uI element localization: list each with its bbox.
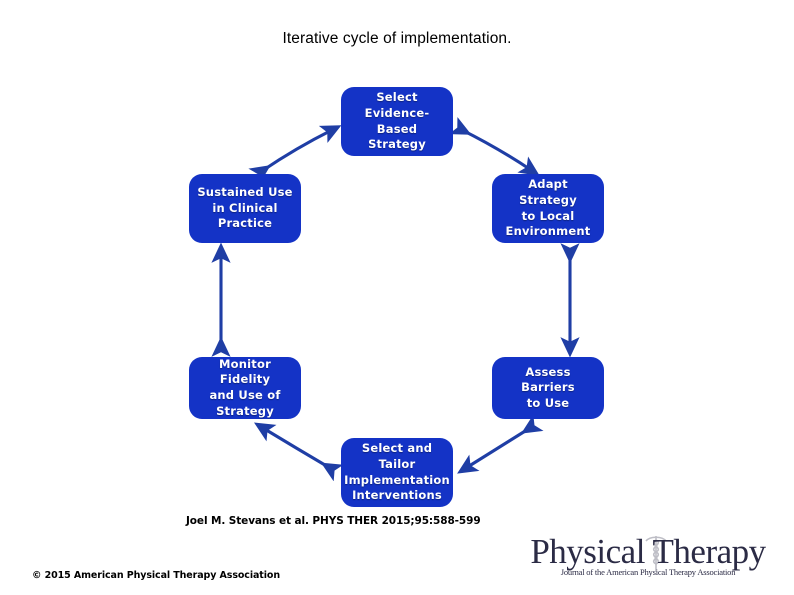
cycle-node-label: Select and Tailor Implementation Interve… (344, 441, 450, 503)
copyright-text: © 2015 American Physical Therapy Associa… (32, 570, 280, 581)
cycle-node-monitor-fidelity[interactable]: Monitor Fidelity and Use of Strategy (189, 357, 301, 419)
journal-logo: Physical Therapy Journal of the American… (512, 534, 784, 586)
cycle-node-adapt-strategy[interactable]: Adapt Strategy to Local Environment (492, 174, 604, 243)
connector-select-strategy-adapt-strategy (448, 116, 540, 176)
cycle-node-label: Monitor Fidelity and Use of Strategy (209, 356, 281, 418)
page-title: Iterative cycle of implementation. (282, 30, 512, 47)
journal-logo-tagline: Journal of the American Physical Therapy… (560, 567, 736, 577)
connector-sustained-use-select-strategy (248, 125, 342, 185)
cycle-node-label: Assess Barriers to Use (521, 364, 575, 410)
connector-assess-barriers-select-tailor (457, 414, 544, 474)
cycle-node-label: Select Evidence-Based Strategy (364, 90, 430, 152)
cycle-node-select-tailor[interactable]: Select and Tailor Implementation Interve… (341, 438, 453, 507)
connector-select-tailor-monitor-fidelity (253, 422, 344, 482)
caduceus-icon (645, 536, 667, 571)
cycle-node-label: Sustained Use in Clinical Practice (197, 185, 293, 231)
cycle-node-select-strategy[interactable]: Select Evidence-Based Strategy (341, 87, 453, 156)
cycle-node-sustained-use[interactable]: Sustained Use in Clinical Practice (189, 174, 301, 243)
citation-text: Joel M. Stevans et al. PHYS THER 2015;95… (186, 515, 481, 527)
cycle-node-assess-barriers[interactable]: Assess Barriers to Use (492, 357, 604, 419)
cycle-node-label: Adapt Strategy to Local Environment (505, 177, 591, 239)
journal-logo-wordmark: Physical Therapy (530, 532, 766, 571)
